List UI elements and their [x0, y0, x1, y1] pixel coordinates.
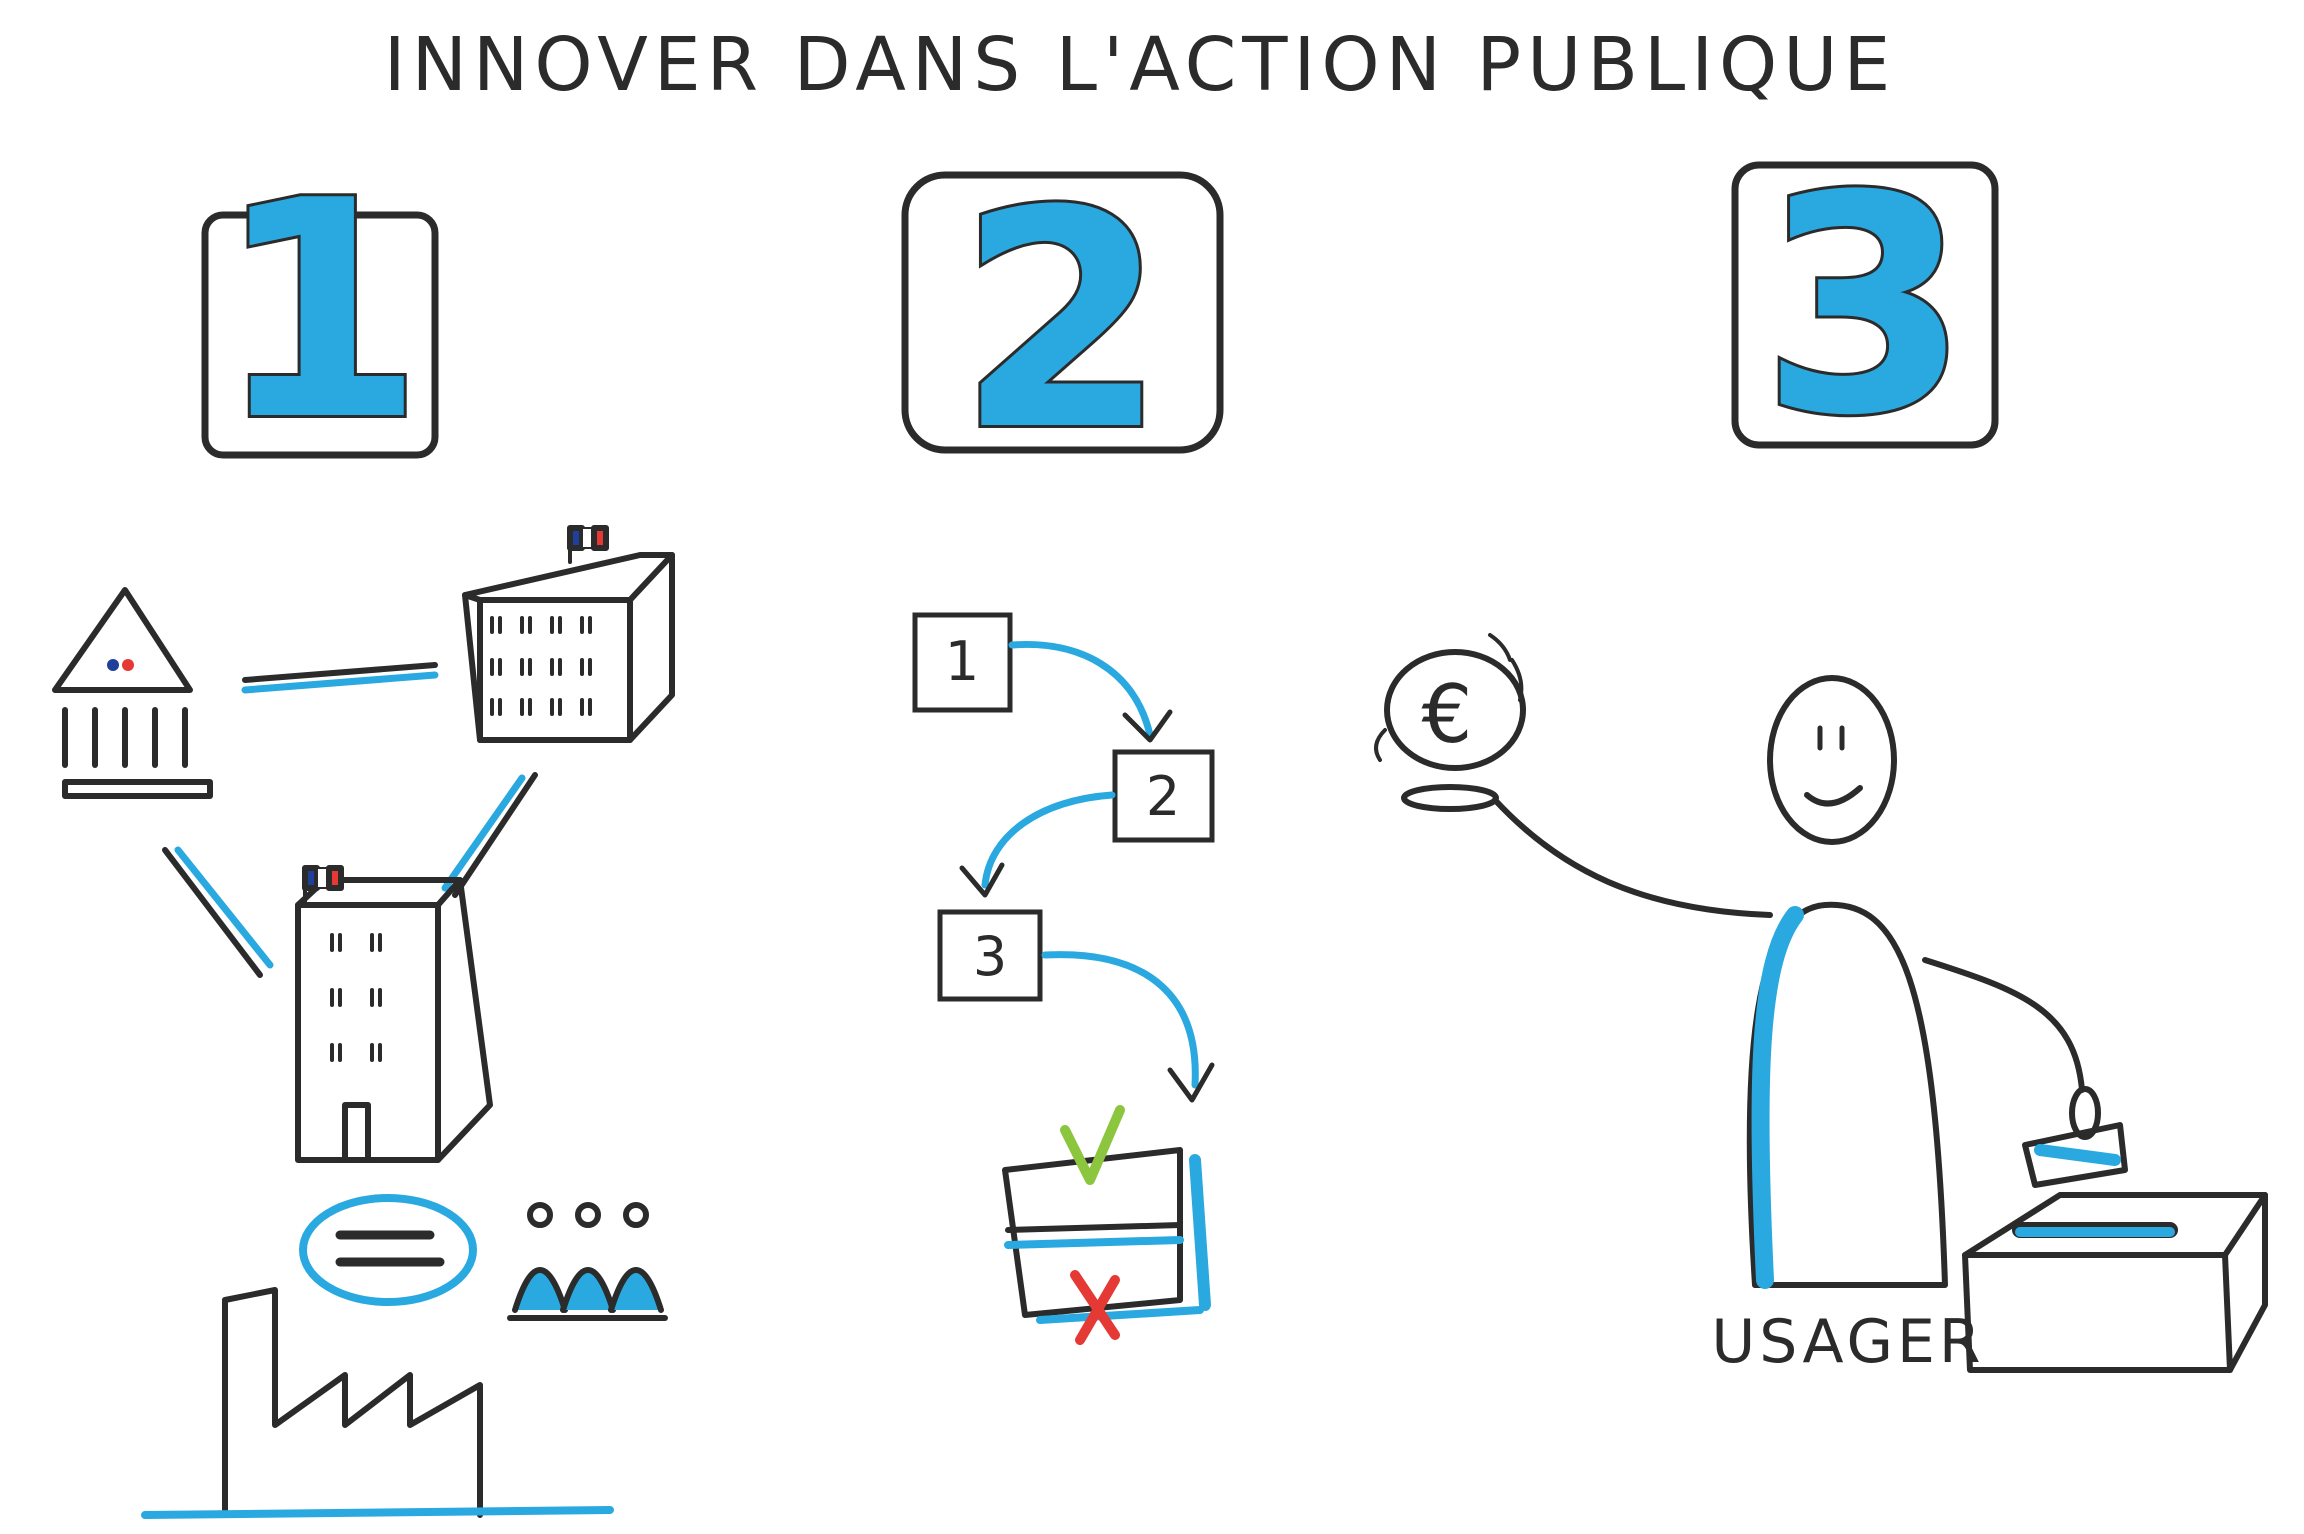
ministry-building-icon: [462, 528, 675, 743]
panel-1-illustration: [52, 528, 675, 1519]
page-title: INNOVER DANS L'ACTION PUBLIQUE: [384, 22, 1896, 108]
factory-icon: [141, 1287, 614, 1519]
panel-2-number: 2: [958, 147, 1167, 496]
check-mark-icon: [1060, 1105, 1125, 1185]
panel-1-number: 1: [216, 137, 425, 486]
panel-3-number: 3: [1761, 132, 1970, 481]
validation-form-icon: [1002, 1105, 1211, 1345]
user-figure-icon: [1492, 675, 2101, 1289]
step-label-2: 2: [1146, 765, 1180, 828]
user-label: USAGER: [1711, 1307, 1984, 1377]
people-group-icon: [507, 1202, 668, 1321]
government-building-icon: [52, 587, 213, 799]
step-box-1: [912, 612, 1013, 713]
step-box-3: [937, 909, 1043, 1002]
ballot-box-icon: [1962, 1122, 2268, 1373]
panel-2-illustration: 1 2 3: [912, 612, 1215, 1345]
panel-3-badge: 3: [1731, 129, 1999, 484]
speech-bubble-icon: [299, 1194, 477, 1306]
panel-1-badge: 1: [201, 134, 439, 489]
panel-3-illustration: €: [1374, 633, 2268, 1373]
panel-2-badge: 2: [901, 144, 1224, 499]
euro-symbol: €: [1422, 668, 1473, 761]
step-label-1: 1: [945, 630, 979, 693]
step-label-3: 3: [973, 925, 1007, 988]
prefecture-tower-icon: [295, 868, 493, 1163]
cross-mark-icon: [1070, 1270, 1120, 1345]
